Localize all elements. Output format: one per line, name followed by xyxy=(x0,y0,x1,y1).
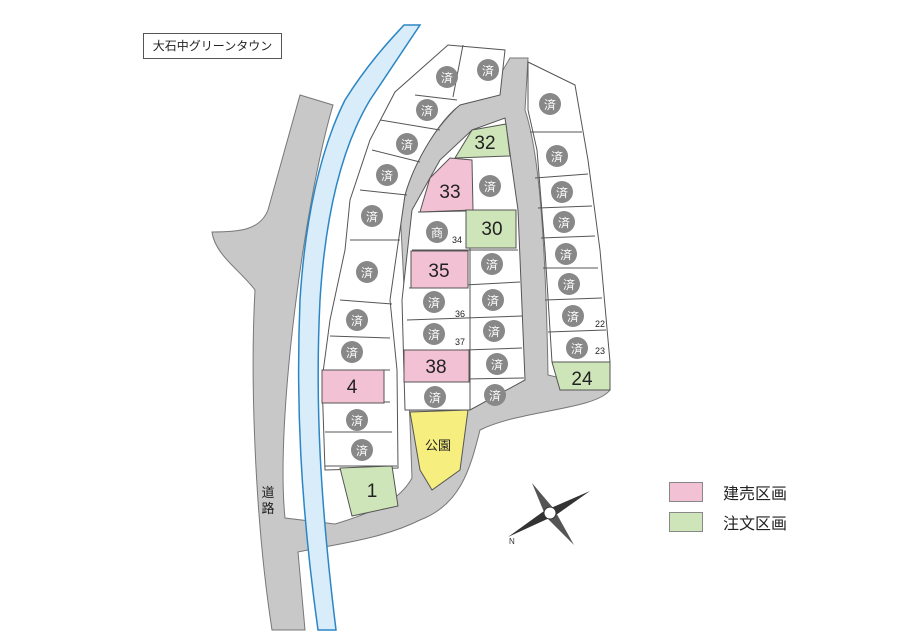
sold-badge-text: 済 xyxy=(487,293,499,308)
sold-badge xyxy=(341,341,363,363)
sold-badge xyxy=(486,353,508,375)
lot-number-35: 35 xyxy=(428,261,449,282)
park xyxy=(409,409,469,491)
sold-badge xyxy=(539,93,561,115)
lot-small-23: 23 xyxy=(595,346,605,356)
sold-badge-text: 済 xyxy=(486,257,498,272)
lot-number-32: 32 xyxy=(474,133,495,154)
sold-badge-text: 済 xyxy=(551,149,563,164)
sold-badge xyxy=(482,289,504,311)
sold-badge-text: 済 xyxy=(428,295,440,310)
sold-badge xyxy=(356,261,378,283)
park-label: 公園 xyxy=(425,438,451,453)
lot-number-38: 38 xyxy=(425,357,446,378)
lot-32-chumon xyxy=(454,123,511,159)
legend-chumon: 注文区画 xyxy=(669,510,787,534)
sold-badge-text: 済 xyxy=(421,103,433,118)
compass-north-letter: N xyxy=(509,537,515,546)
road-label: 道路 xyxy=(261,486,275,517)
lot-number-33: 33 xyxy=(439,182,460,203)
sold-badge-text: 済 xyxy=(351,413,363,428)
sold-badge-text: 済 xyxy=(567,309,579,324)
sold-badge xyxy=(423,323,445,345)
legend-tatekai: 建売区画 xyxy=(669,480,787,504)
sold-badge xyxy=(562,305,584,327)
lot-small-36: 36 xyxy=(455,309,465,319)
lot-4-tatekai xyxy=(321,369,385,404)
sold-badge xyxy=(376,164,398,186)
sold-badge-text: 済 xyxy=(556,185,568,200)
lot-38-tatekai xyxy=(403,349,470,383)
sold-badge-text: 済 xyxy=(544,97,556,112)
sold-badge xyxy=(551,181,573,203)
sold-badge xyxy=(346,309,368,331)
sold-badge-text: 済 xyxy=(484,179,496,194)
sold-badge-text: 済 xyxy=(428,327,440,342)
sold-badge-text: 済 xyxy=(489,388,501,403)
sold-badge xyxy=(484,384,506,406)
sold-badge-text: 済 xyxy=(351,313,363,328)
sold-badge-text: 済 xyxy=(356,443,368,458)
sold-badge xyxy=(416,99,438,121)
sold-badge xyxy=(423,291,445,313)
sold-badge-text: 済 xyxy=(491,357,503,372)
sold-badge-text: 済 xyxy=(558,215,570,230)
sold-badge xyxy=(483,320,505,342)
sold-badge xyxy=(566,337,588,359)
lot-30-chumon xyxy=(465,209,517,249)
sold-badge xyxy=(558,273,580,295)
sold-badge-text: 済 xyxy=(560,247,572,262)
sold-badge xyxy=(546,145,568,167)
sold-badge xyxy=(477,59,499,81)
river xyxy=(297,24,422,631)
sold-badge xyxy=(424,386,446,408)
sold-badge-text: 済 xyxy=(381,168,393,183)
sold-badge-text: 済 xyxy=(429,390,441,405)
sold-badge-text: 済 xyxy=(366,209,378,224)
lot-small-22: 22 xyxy=(595,319,605,329)
sold-badge-text: 済 xyxy=(488,324,500,339)
lot-small-37: 37 xyxy=(455,337,465,347)
sold-badge xyxy=(361,205,383,227)
lot-number-4: 4 xyxy=(347,377,358,398)
sold-badge-text: 済 xyxy=(563,277,575,292)
sold-badge-text: 済 xyxy=(361,265,373,280)
lot-number-24: 24 xyxy=(571,369,593,390)
legend-swatch-tatekai xyxy=(669,482,703,502)
sold-markers: 済済済済済済済済済済済済済済済済済済済済済済済済済済済済商 xyxy=(341,59,588,461)
sold-badge xyxy=(555,243,577,265)
lot-24-chumon xyxy=(551,361,611,391)
sold-badge xyxy=(351,439,373,461)
commercial-badge xyxy=(426,221,448,243)
sold-badge xyxy=(553,211,575,233)
lot-number-30: 30 xyxy=(481,219,502,240)
lot-small-34: 34 xyxy=(452,235,462,245)
sold-badge-text: 済 xyxy=(571,341,583,356)
sold-badge-text: 済 xyxy=(482,63,494,78)
sold-badge xyxy=(396,133,418,155)
lot-1-chumon xyxy=(339,465,399,517)
sold-badge xyxy=(481,253,503,275)
sold-badge-text: 済 xyxy=(441,70,453,85)
commercial-badge-text: 商 xyxy=(431,225,443,240)
legend-label-chumon: 注文区画 xyxy=(723,514,788,533)
legend-label-tatekai: 建売区画 xyxy=(723,484,788,503)
lot-number-1: 1 xyxy=(367,481,378,502)
sold-badge xyxy=(346,409,368,431)
sold-badge xyxy=(479,175,501,197)
lot-33-tatekai xyxy=(419,157,474,213)
compass-icon: N xyxy=(508,483,590,546)
sold-badge-text: 済 xyxy=(401,137,413,152)
lot-35-tatekai xyxy=(410,250,469,289)
site-title: 大石中グリーンタウン xyxy=(143,33,282,59)
legend-swatch-chumon xyxy=(669,512,703,532)
sold-badge-text: 済 xyxy=(346,345,358,360)
sold-badge xyxy=(436,66,458,88)
